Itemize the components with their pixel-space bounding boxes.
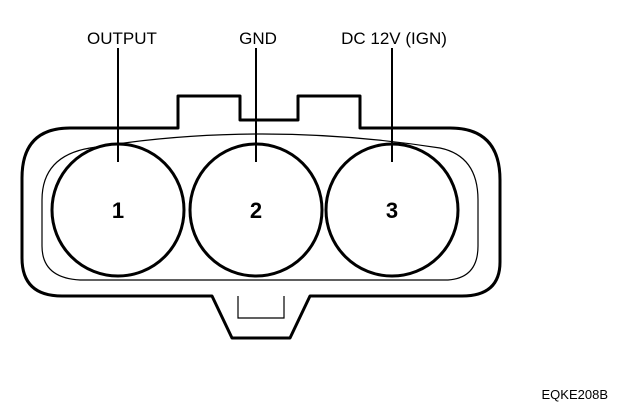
connector-inner-outline	[41, 133, 479, 281]
pin-3-number: 3	[386, 198, 398, 223]
pin-2-number: 2	[250, 198, 262, 223]
pin-2-label: GND	[239, 29, 277, 48]
pin-1-label: OUTPUT	[87, 29, 157, 48]
pin-1-number: 1	[112, 198, 124, 223]
pin-3-label: DC 12V (IGN)	[341, 29, 447, 48]
connector-latch-tab	[237, 296, 285, 319]
figure-reference-code: EQKE208B	[542, 387, 609, 402]
connector-housing-outline	[20, 94, 502, 340]
